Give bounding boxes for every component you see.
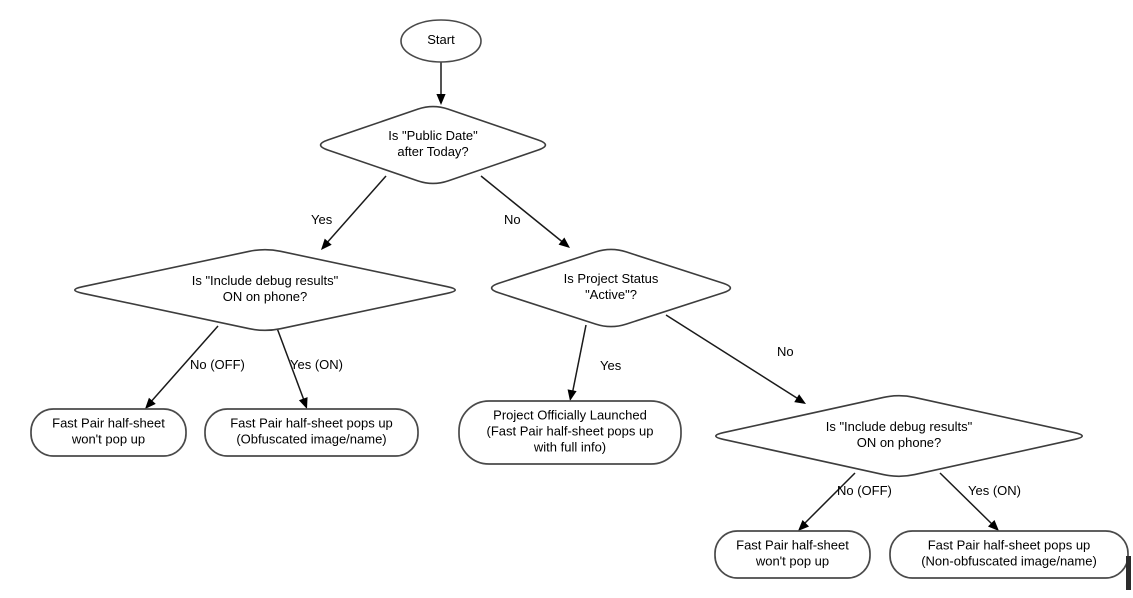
node-label: Is Project Status"Active"? <box>564 271 659 302</box>
flow-edge-edge-public-date-no: No <box>480 175 570 248</box>
edge-label: Yes <box>600 358 622 373</box>
edge-label: No <box>777 344 794 359</box>
arrowhead <box>298 397 308 409</box>
flow-edge-edge-debug-right-yes-on: Yes (ON) <box>939 472 1021 531</box>
flow-node-decision-debug-right[interactable]: Is "Include debug results"ON on phone? <box>715 394 1083 478</box>
arrowhead <box>567 389 577 401</box>
flow-node-terminal-right-on[interactable]: Fast Pair half-sheet pops up(Non-obfusca… <box>889 530 1129 579</box>
flow-node-decision-debug-left[interactable]: Is "Include debug results"ON on phone? <box>74 248 456 332</box>
edge-path <box>571 324 587 396</box>
nodes-layer: Start Is "Public Date"after Today? Is "Inc… <box>30 19 1129 579</box>
arrowhead <box>794 394 806 404</box>
node-label: Project Officially Launched(Fast Pair ha… <box>487 408 654 455</box>
flow-edge-edge-public-date-yes: Yes <box>311 175 387 250</box>
edge-label: No (OFF) <box>837 483 892 498</box>
arrowhead <box>321 238 332 250</box>
flow-node-decision-public-date[interactable]: Is "Public Date"after Today? <box>319 105 547 185</box>
decision-diamond <box>74 248 456 332</box>
edge-path <box>480 175 566 245</box>
decision-diamond <box>715 394 1083 478</box>
arrowhead <box>436 94 446 105</box>
edge-label: Yes <box>311 212 333 227</box>
flow-edge-edge-project-status-yes: Yes <box>567 324 622 401</box>
terminator-box <box>889 530 1129 579</box>
edge-path <box>276 327 306 404</box>
arrowhead <box>987 519 999 531</box>
flow-node-decision-project-status[interactable]: Is Project Status"Active"? <box>490 248 732 328</box>
terminator-box <box>714 530 871 579</box>
node-label: Is "Include debug results"ON on phone? <box>192 273 339 304</box>
flow-node-terminal-left-on[interactable]: Fast Pair half-sheet pops up(Obfuscated … <box>204 408 419 457</box>
edge-label: No (OFF) <box>190 357 245 372</box>
edge-path <box>148 325 219 405</box>
edge-path <box>939 472 995 527</box>
node-label: Is "Public Date"after Today? <box>388 128 478 159</box>
edge-path <box>801 472 856 527</box>
arrowhead <box>798 519 810 531</box>
edge-label: Yes (ON) <box>968 483 1021 498</box>
arrowhead <box>558 237 570 248</box>
flow-edge-edge-start-to-public-date <box>436 62 446 105</box>
node-label: Fast Pair half-sheet pops up(Obfuscated … <box>230 416 393 447</box>
flow-node-terminal-launched[interactable]: Project Officially Launched(Fast Pair ha… <box>458 400 682 465</box>
decision-diamond <box>490 248 732 328</box>
decision-diamond <box>319 105 547 185</box>
terminator-box <box>30 408 187 457</box>
edge-label: No <box>504 212 521 227</box>
node-label: Start <box>427 32 455 47</box>
edge-path <box>324 175 387 246</box>
node-label: Fast Pair half-sheet pops up(Non-obfusca… <box>921 538 1097 569</box>
start-ellipse <box>400 19 482 63</box>
page-corner-mark <box>1126 556 1131 590</box>
arrowhead <box>145 397 156 409</box>
node-label: Is "Include debug results"ON on phone? <box>826 419 973 450</box>
edge-path <box>665 314 801 401</box>
flow-node-start[interactable]: Start <box>400 19 482 63</box>
terminator-box <box>458 400 682 465</box>
terminator-box <box>204 408 419 457</box>
flow-edge-edge-debug-left-yes-on: Yes (ON) <box>276 327 343 409</box>
flow-edge-edge-project-status-no: No <box>665 314 806 404</box>
edge-label: Yes (ON) <box>290 357 343 372</box>
flow-edge-edge-debug-left-no-off: No (OFF) <box>145 325 245 409</box>
flow-edge-edge-debug-right-no-off: No (OFF) <box>798 472 892 531</box>
